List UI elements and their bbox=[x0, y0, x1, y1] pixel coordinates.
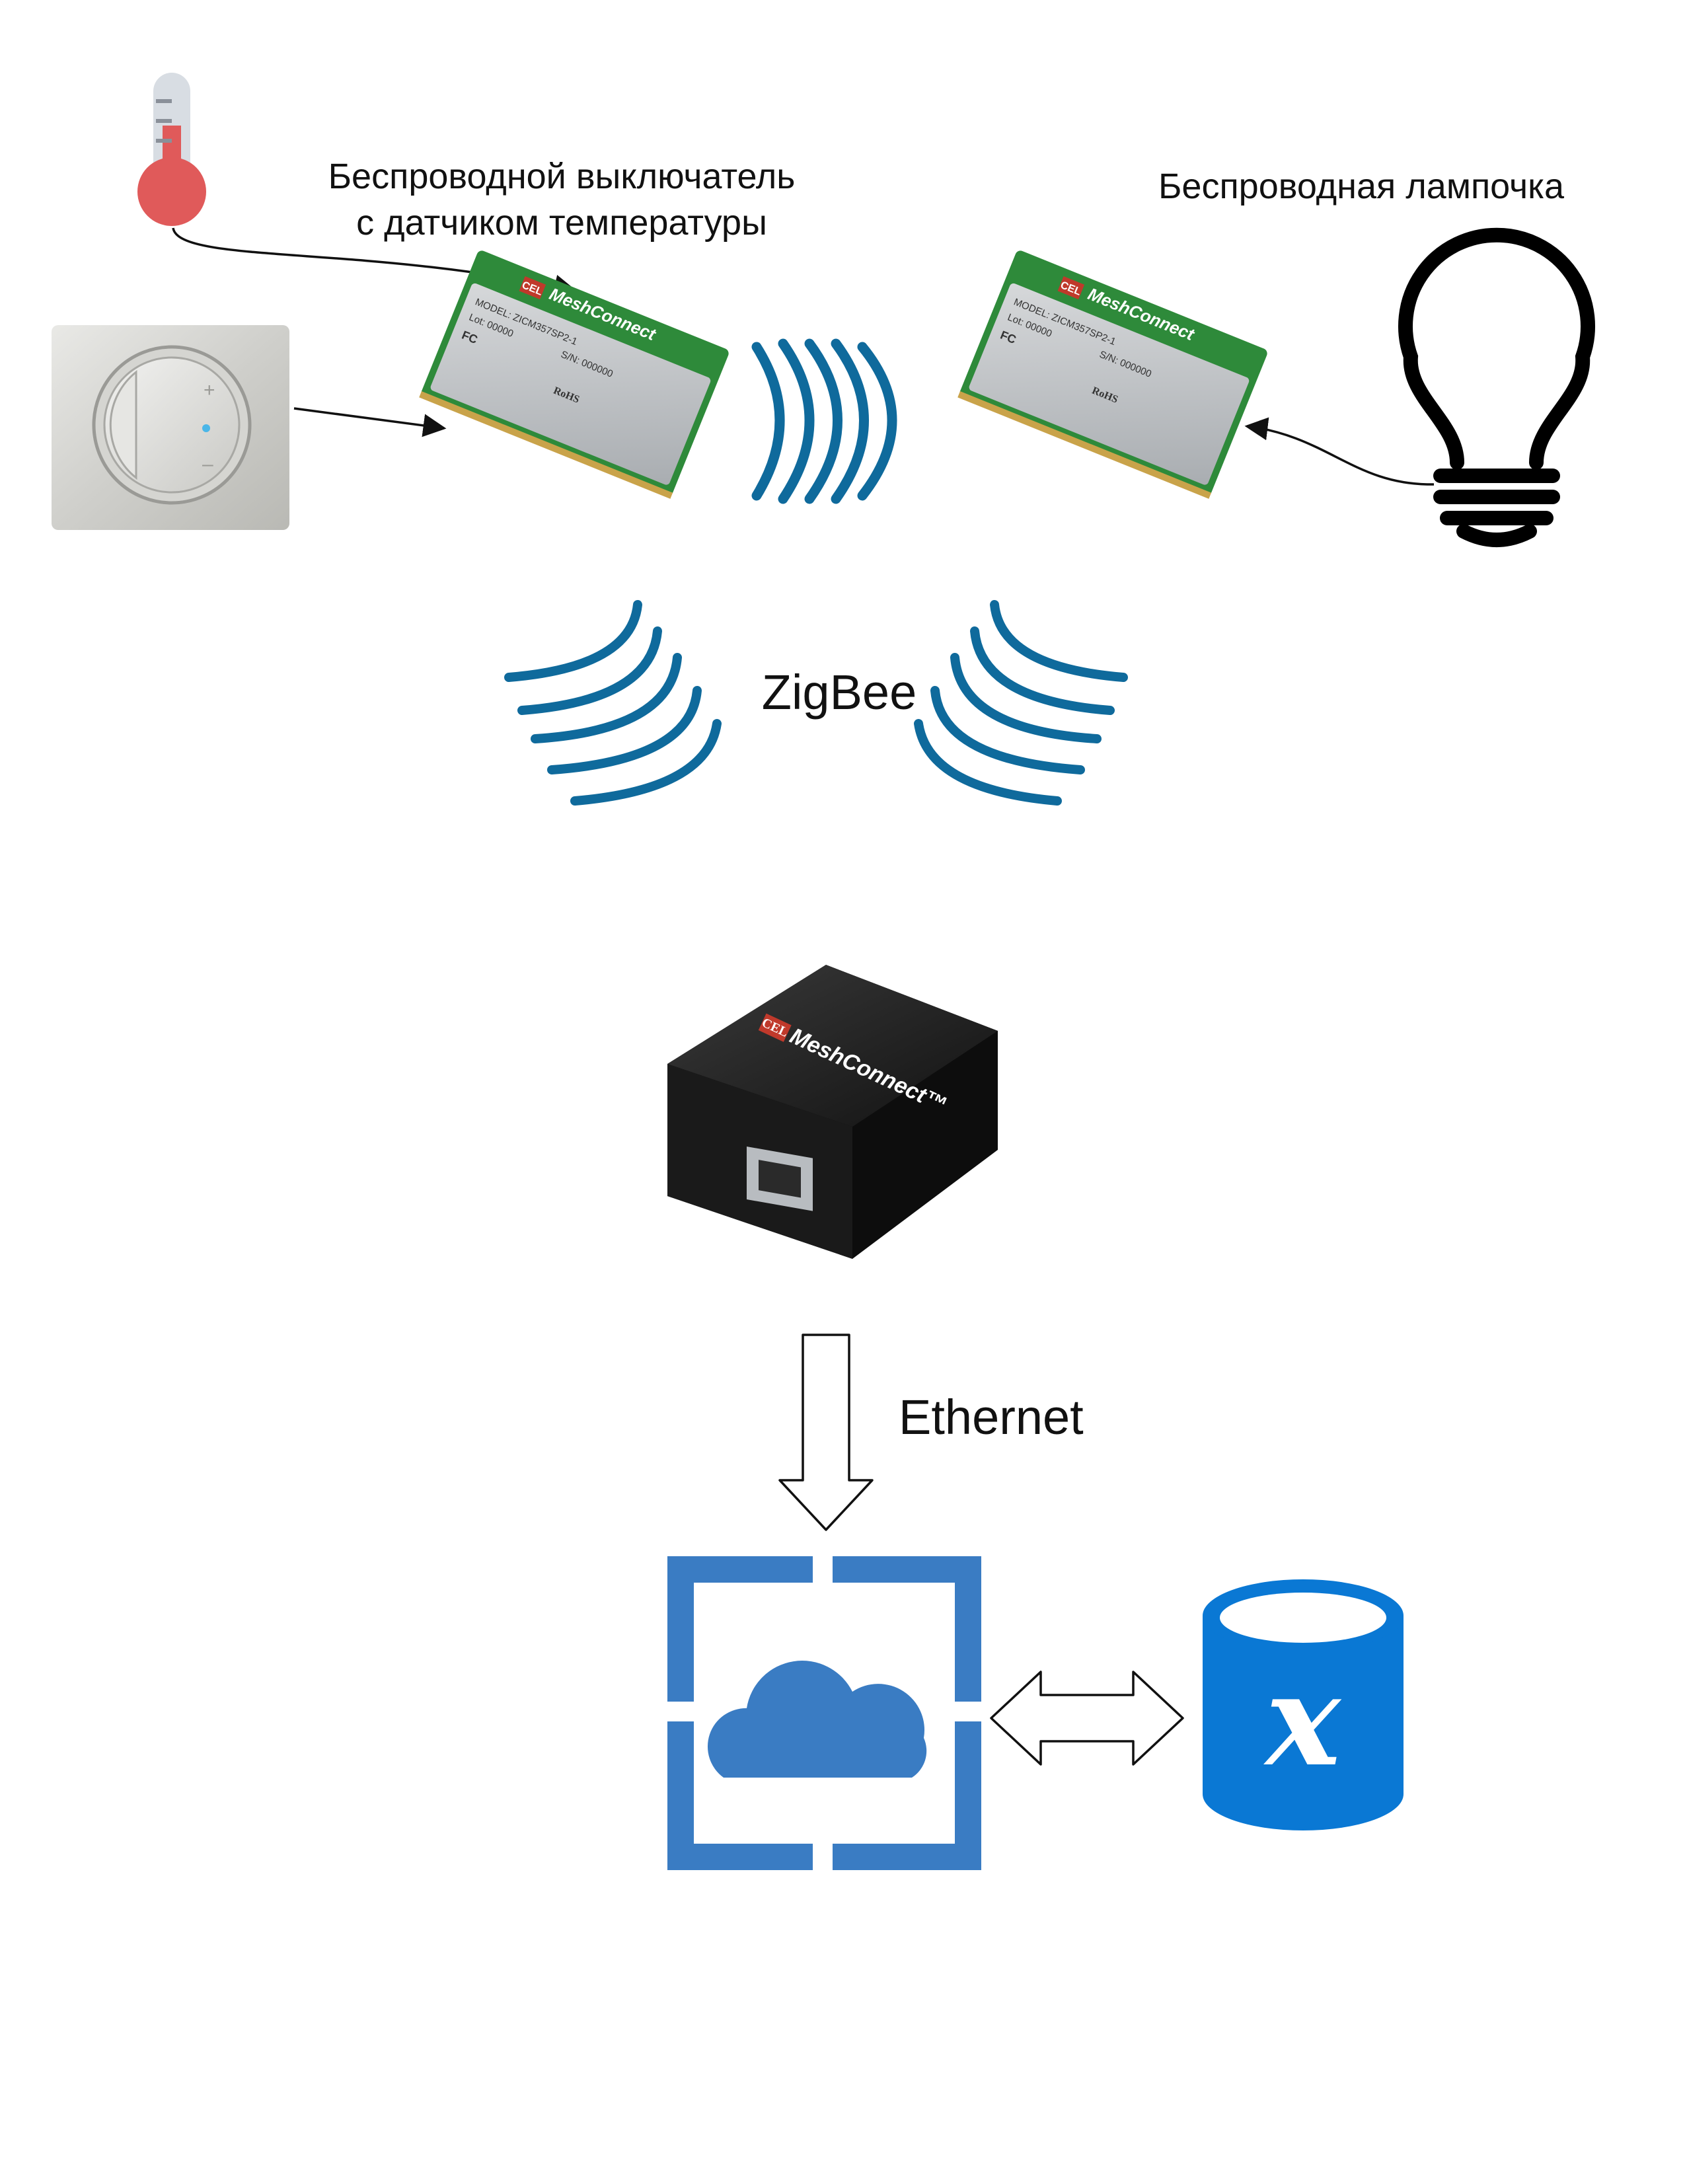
svg-text:–: – bbox=[202, 453, 213, 475]
radio-waves-right bbox=[914, 600, 1128, 806]
zigbee-label: ZigBee bbox=[761, 665, 917, 720]
ethernet-label: Ethernet bbox=[899, 1390, 1084, 1445]
switch-label-line1: Беспроводной выключатель bbox=[328, 157, 796, 196]
bidirectional-arrow bbox=[990, 1671, 1184, 1766]
bulb-connector-arrow bbox=[1244, 417, 1435, 486]
svg-text:+: + bbox=[204, 379, 215, 401]
switch-label-line2: с датчиком температуры bbox=[356, 203, 767, 243]
azure-cloud-icon bbox=[667, 1556, 981, 1870]
dimmer-switch-icon: + – bbox=[52, 325, 289, 530]
radio-waves-horizontal bbox=[751, 338, 897, 504]
database-x-icon: x bbox=[1203, 1579, 1404, 1830]
switch-label: Беспроводной выключатель с датчиком темп… bbox=[278, 153, 846, 246]
zigbee-module-left: CEL MeshConnect MODEL: ZICM357SP2-1 Lot:… bbox=[419, 250, 729, 499]
bulb-label: Беспроводная лампочка bbox=[1158, 167, 1565, 206]
light-bulb-icon bbox=[1398, 227, 1595, 547]
switch-connector-arrow bbox=[293, 407, 447, 437]
zigbee-module-right: CEL MeshConnect MODEL: ZICM357SP2-1 Lot:… bbox=[957, 250, 1267, 499]
ethernet-down-arrow bbox=[778, 1334, 874, 1531]
svg-text:x: x bbox=[1263, 1647, 1342, 1794]
thermometer-icon bbox=[137, 73, 206, 226]
radio-waves-left bbox=[504, 600, 722, 806]
ethernet-gateway-icon: CEL MeshConnect™ bbox=[667, 965, 998, 1259]
